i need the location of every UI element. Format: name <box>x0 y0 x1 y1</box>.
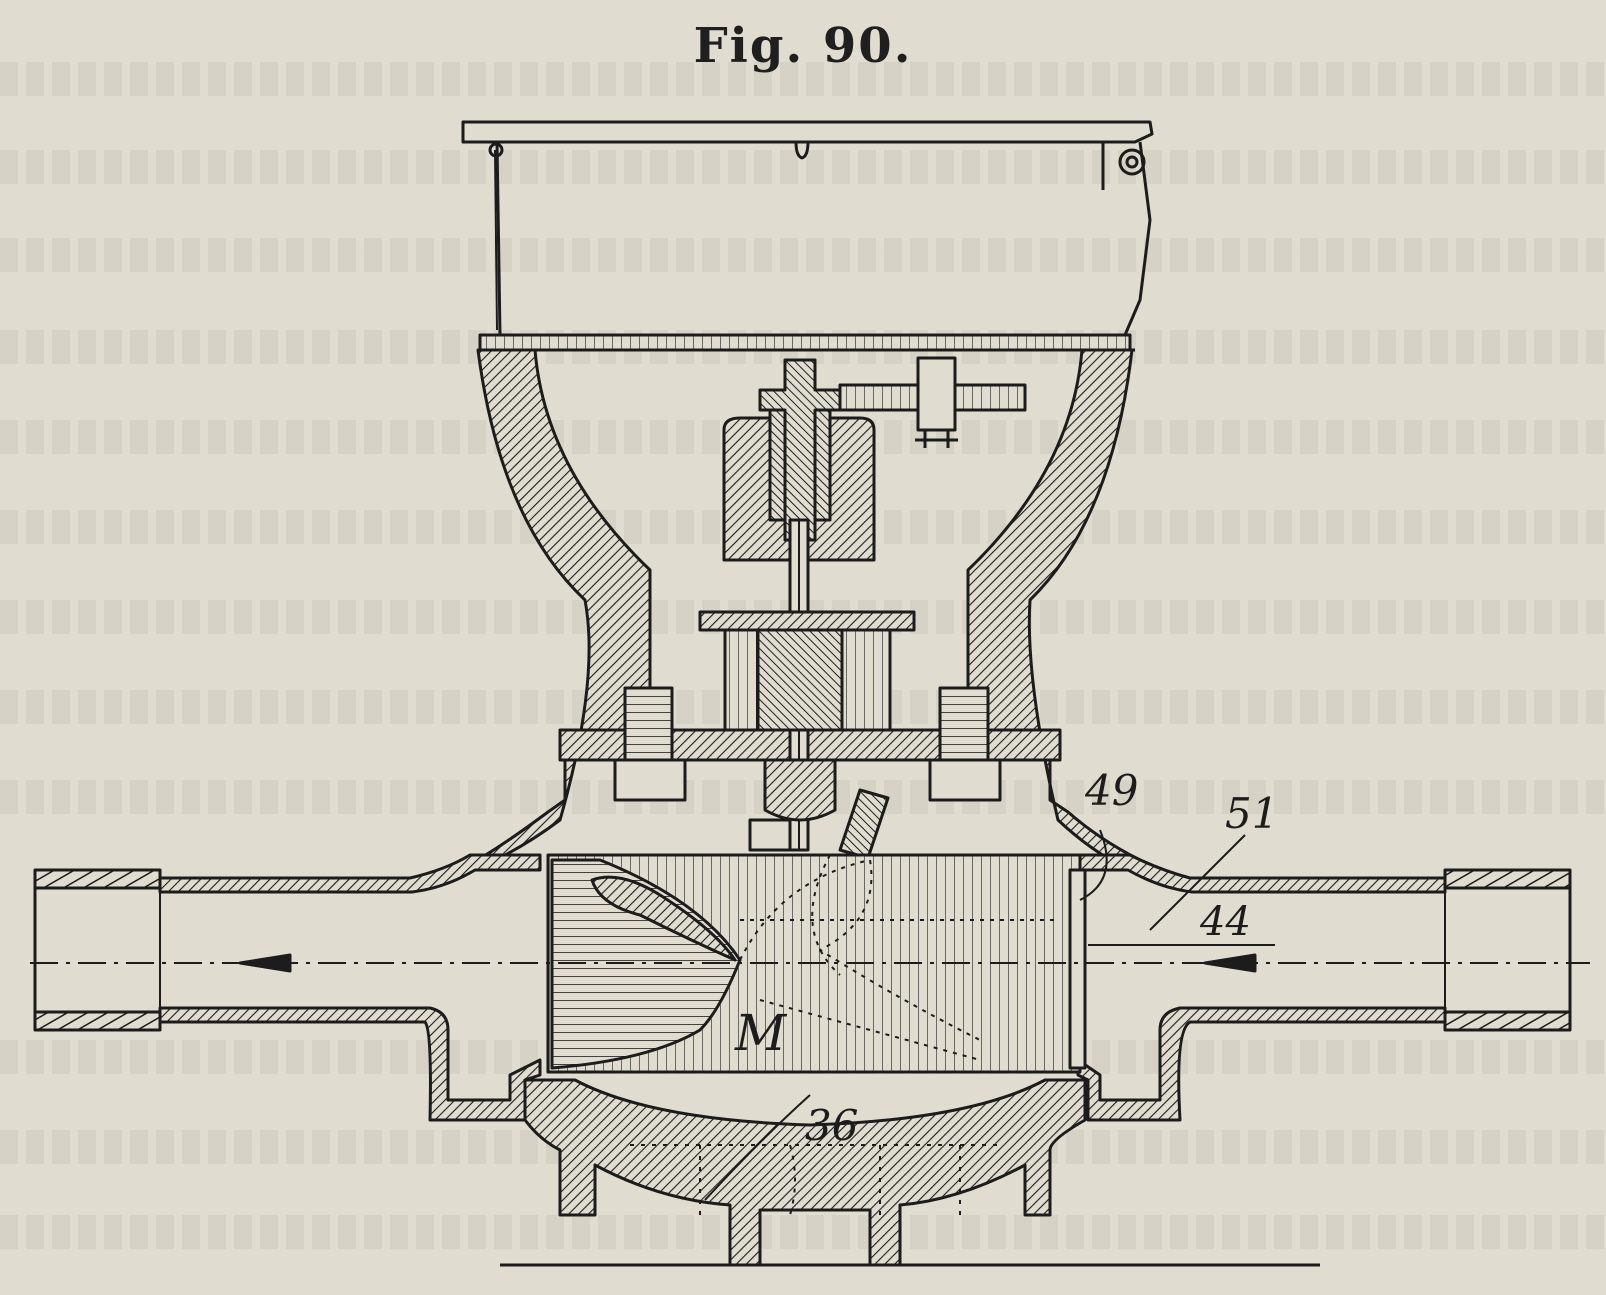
meter-body-casting <box>460 348 1142 870</box>
label-44: 44 <box>1199 899 1251 945</box>
label-36: 36 <box>805 1101 858 1150</box>
label-M: M <box>734 1004 788 1062</box>
pipe-body <box>33 853 1572 1122</box>
figure-title: Fig. 90. <box>693 18 913 74</box>
register-housing <box>461 120 1154 352</box>
spindle-assembly <box>698 356 1027 860</box>
lower-bowl <box>523 1078 1087 1267</box>
label-51: 51 <box>1225 789 1278 838</box>
label-49: 49 <box>1084 766 1138 815</box>
flow-axis <box>30 953 1590 973</box>
bolts <box>613 686 1002 802</box>
